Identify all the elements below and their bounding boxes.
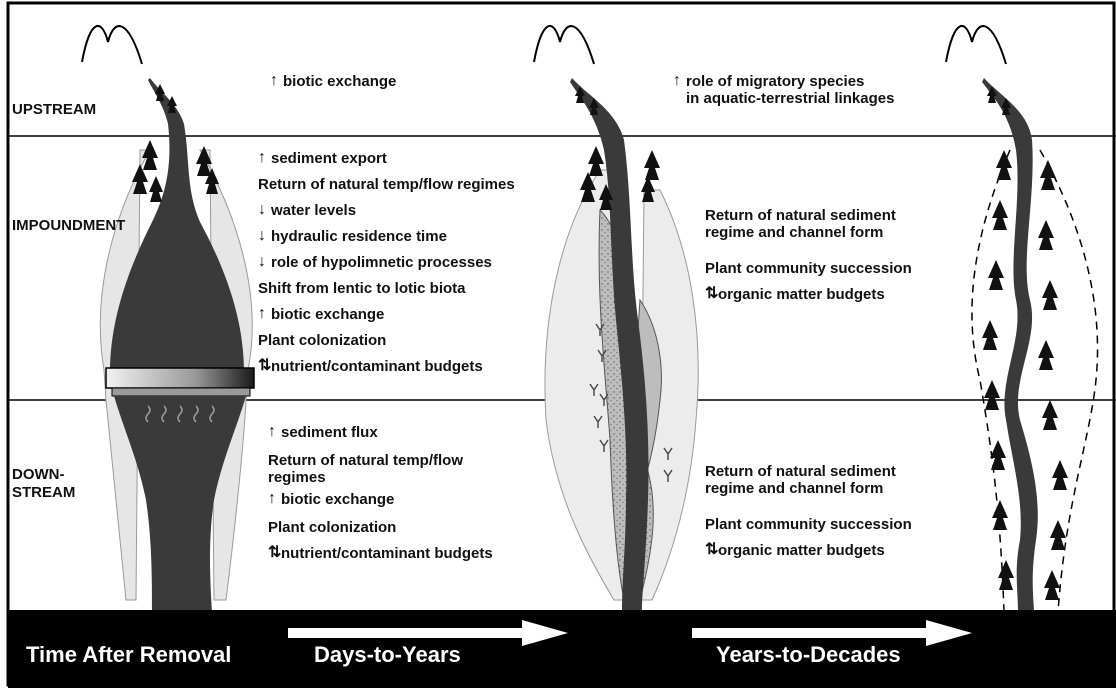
effect-item: ↑sediment export <box>258 150 515 167</box>
down-arrow-icon: ↓ <box>258 202 271 218</box>
up-arrow-icon: ↑ <box>673 73 686 89</box>
effect-item: ⇅organic matter budgets <box>705 542 912 559</box>
mountain-icon <box>82 26 142 64</box>
effects-days-upstream: ↑biotic exchange <box>270 73 396 90</box>
effect-item: ↓role of hypolimnetic processes <box>258 254 515 271</box>
effect-text: Return of natural sediment regime and ch… <box>705 463 896 497</box>
dam <box>106 368 254 388</box>
effect-item: Return of natural sediment regime and ch… <box>705 207 912 241</box>
years-to-decades-label: Years-to-Decades <box>716 642 901 668</box>
effect-item: ↓water levels <box>258 202 515 219</box>
effect-text: nutrient/contaminant budgets <box>271 358 483 375</box>
up-arrow-icon: ↑ <box>268 424 281 440</box>
effect-text: hydraulic residence time <box>271 228 447 245</box>
panel-1-river <box>82 26 254 612</box>
effect-text: Plant colonization <box>268 519 396 536</box>
effect-item: Plant community succession <box>705 260 912 277</box>
effect-text: biotic exchange <box>283 73 396 90</box>
mountain-icon <box>946 26 1006 64</box>
effect-text: Return of natural sediment regime and ch… <box>705 207 896 241</box>
zone-label-downstream: DOWN- STREAM <box>12 466 75 502</box>
effect-item: ↑role of migratory species in aquatic-te… <box>673 73 894 107</box>
effect-text: Return of natural temp/flow regimes <box>268 452 463 486</box>
effect-text: Plant community succession <box>705 260 912 277</box>
time-after-removal-label: Time After Removal <box>26 642 231 668</box>
up-arrow-icon: ↑ <box>258 306 271 322</box>
effects-decades-downstream: Return of natural sediment regime and ch… <box>705 463 912 559</box>
mountain-icon <box>534 26 594 64</box>
effect-item: ⇅nutrient/contaminant budgets <box>258 358 515 375</box>
effect-text: Plant community succession <box>705 516 912 533</box>
effect-text: water levels <box>271 202 356 219</box>
updown-arrow-icon: ⇅ <box>705 542 718 558</box>
floodplain-boundary <box>972 150 1010 612</box>
effect-text: Shift from lentic to lotic biota <box>258 280 466 297</box>
zone-label-upstream: UPSTREAM <box>12 101 96 119</box>
effect-item: Return of natural temp/flow regimes <box>258 176 515 193</box>
effect-text: biotic exchange <box>271 306 384 323</box>
panel-2-river <box>534 26 698 612</box>
effect-text: sediment export <box>271 150 387 167</box>
up-arrow-icon: ↑ <box>268 491 281 507</box>
zone-label-impoundment: IMPOUNDMENT <box>12 217 125 235</box>
effect-item: ↑biotic exchange <box>268 491 493 508</box>
effect-text: sediment flux <box>281 424 378 441</box>
dam-base <box>112 388 250 396</box>
effects-decades-upstream: ↑role of migratory species in aquatic-te… <box>673 73 894 107</box>
effect-item: ↓hydraulic residence time <box>258 228 515 245</box>
up-arrow-icon: ↑ <box>270 73 283 89</box>
effect-text: organic matter budgets <box>718 286 885 303</box>
effect-item: Return of natural temp/flow regimes <box>268 452 493 486</box>
updown-arrow-icon: ⇅ <box>268 545 281 561</box>
down-arrow-icon: ↓ <box>258 254 271 270</box>
floodplain-boundary <box>1040 150 1098 612</box>
effect-item: ⇅organic matter budgets <box>705 286 912 303</box>
effect-item: ↑biotic exchange <box>258 306 515 323</box>
effect-item: Plant colonization <box>268 519 493 536</box>
effect-text: role of migratory species in aquatic-ter… <box>686 73 894 107</box>
effects-decades-impoundment: Return of natural sediment regime and ch… <box>705 207 912 303</box>
effect-text: role of hypolimnetic processes <box>271 254 492 271</box>
effect-item: ↑sediment flux <box>268 424 493 441</box>
days-to-years-label: Days-to-Years <box>314 642 461 668</box>
effect-item: Shift from lentic to lotic biota <box>258 280 515 297</box>
effect-text: organic matter budgets <box>718 542 885 559</box>
effect-text: Plant colonization <box>258 332 386 349</box>
up-arrow-icon: ↑ <box>258 150 271 166</box>
panel-3-river <box>946 26 1098 612</box>
effect-item: Return of natural sediment regime and ch… <box>705 463 912 497</box>
effect-item: ⇅nutrient/contaminant budgets <box>268 545 493 562</box>
effect-item: Plant colonization <box>258 332 515 349</box>
updown-arrow-icon: ⇅ <box>258 358 271 374</box>
effect-text: Return of natural temp/flow regimes <box>258 176 515 193</box>
effect-text: biotic exchange <box>281 491 394 508</box>
effect-text: nutrient/contaminant budgets <box>281 545 493 562</box>
updown-arrow-icon: ⇅ <box>705 286 718 302</box>
effect-item: ↑biotic exchange <box>270 73 396 90</box>
time-bar: Time After Removal Days-to-Years Years-t… <box>8 610 1116 688</box>
effect-item: Plant community succession <box>705 516 912 533</box>
down-arrow-icon: ↓ <box>258 228 271 244</box>
